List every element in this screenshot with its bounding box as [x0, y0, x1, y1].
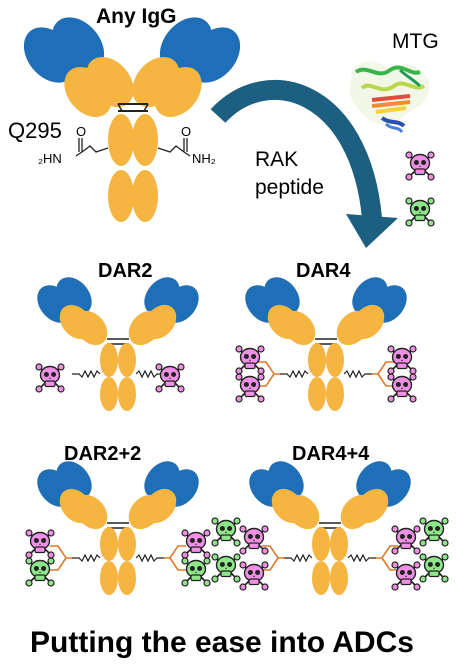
skull-icon: [405, 151, 435, 227]
dar4-antibody: [237, 269, 415, 412]
amine-right-label: NH₂: [192, 151, 216, 166]
dar2-label: DAR2: [98, 260, 153, 282]
title-any-igg: Any IgG: [96, 5, 177, 28]
dar22-antibody: [29, 453, 207, 596]
igg-antibody: [23, 17, 241, 222]
dar4-label: DAR4: [296, 260, 351, 282]
oxygen-left-label: O: [76, 124, 86, 139]
tagline: Putting the ease into ADCs: [30, 626, 414, 659]
dar44-label: DAR4+4: [292, 443, 370, 465]
reaction-arrow-icon: [210, 80, 398, 248]
skull-icon: [25, 529, 211, 587]
q295-label: Q295: [8, 118, 62, 143]
dar44-antibody: [241, 453, 419, 596]
skull-icon: [235, 345, 417, 403]
mtg-label: MTG: [392, 30, 439, 53]
dar22-label: DAR2+2: [64, 443, 142, 465]
protein-ribbon-icon: [349, 61, 430, 133]
amine-left-label: ₂HN: [38, 151, 62, 166]
oxygen-right-label: O: [181, 124, 191, 139]
rak-peptide-label: RAK peptide: [255, 148, 324, 199]
